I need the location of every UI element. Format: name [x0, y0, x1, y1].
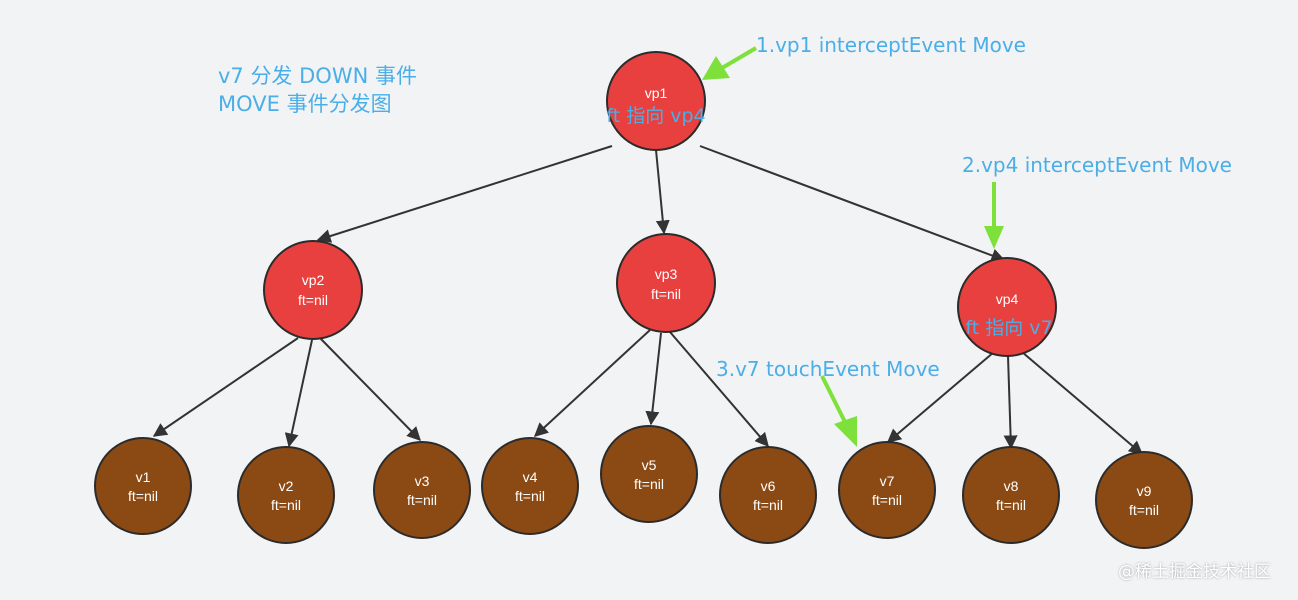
node-v8-label: v8	[1004, 478, 1019, 494]
node-v2-ft: ft=nil	[271, 497, 301, 513]
edge-vp1-vp2	[316, 145, 613, 243]
node-v5-label: v5	[642, 457, 657, 473]
node-v1-ft: ft=nil	[128, 488, 158, 504]
diagram-title-line2: MOVE 事件分发图	[218, 92, 392, 116]
node-vp1-note: ft 指向 vp4	[606, 105, 705, 127]
node-v9: v9 ft=nil	[1095, 451, 1193, 549]
highlight-arrow-vp1	[702, 46, 758, 80]
edge-vp1-vp3	[655, 149, 670, 235]
edge-vp3-v4	[533, 329, 651, 437]
diagram-title-line1: v7 分发 DOWN 事件	[218, 64, 417, 88]
node-v4-ft: ft=nil	[515, 488, 545, 504]
node-v8: v8 ft=nil	[962, 446, 1060, 544]
edge-vp2-v2	[284, 339, 313, 448]
edge-vp1-vp4	[699, 145, 1006, 263]
annotation-vp4-intercept: 2.vp4 interceptEvent Move	[962, 153, 1232, 177]
highlight-arrow-v7	[820, 375, 857, 447]
node-v2: v2 ft=nil	[237, 446, 335, 544]
node-vp2-label: vp2	[302, 272, 325, 288]
node-v6-label: v6	[761, 478, 776, 494]
edge-vp3-v6	[669, 331, 769, 448]
node-v1-label: v1	[136, 469, 151, 485]
node-v9-label: v9	[1137, 483, 1152, 499]
node-vp4-note: ft 指向 v7	[965, 317, 1052, 339]
node-v5: v5 ft=nil	[600, 425, 698, 523]
node-v6-ft: ft=nil	[753, 497, 783, 513]
node-v6: v6 ft=nil	[719, 446, 817, 544]
node-vp4: vp4 ft 指向 v7	[957, 257, 1057, 357]
node-v3: v3 ft=nil	[373, 441, 471, 539]
node-v3-ft: ft=nil	[407, 492, 437, 508]
node-vp1: vp1 ft 指向 vp4	[606, 51, 706, 151]
edge-vp4-v8	[1003, 355, 1018, 450]
edge-vp4-v9	[1021, 351, 1144, 455]
node-v8-ft: ft=nil	[996, 497, 1026, 513]
node-v7-ft: ft=nil	[872, 492, 902, 508]
node-v9-ft: ft=nil	[1129, 502, 1159, 518]
edge-vp3-v5	[645, 332, 662, 426]
node-vp1-label: vp1	[645, 85, 668, 101]
node-vp4-label: vp4	[996, 291, 1019, 307]
edge-vp2-v1	[152, 337, 299, 437]
node-vp3-label: vp3	[655, 266, 678, 282]
node-vp2-ft: ft=nil	[298, 292, 328, 308]
annotation-v7-touch: 3.v7 touchEvent Move	[716, 357, 940, 381]
node-v7: v7 ft=nil	[838, 441, 936, 539]
node-v2-label: v2	[279, 478, 294, 494]
node-v7-label: v7	[880, 473, 895, 489]
edge-vp2-v3	[319, 337, 421, 441]
edge-vp4-v7	[886, 351, 995, 443]
annotation-vp1-intercept: 1.vp1 interceptEvent Move	[756, 33, 1026, 57]
highlight-arrow-vp4	[984, 182, 1004, 249]
node-vp2: vp2 ft=nil	[263, 240, 363, 340]
node-v1: v1 ft=nil	[94, 437, 192, 535]
node-vp3-ft: ft=nil	[651, 286, 681, 302]
watermark: @稀土掘金技术社区	[1118, 562, 1271, 582]
node-v5-ft: ft=nil	[634, 476, 664, 492]
node-vp3: vp3 ft=nil	[616, 233, 716, 333]
node-v4-label: v4	[523, 469, 538, 485]
node-v4: v4 ft=nil	[481, 437, 579, 535]
node-v3-label: v3	[415, 473, 430, 489]
